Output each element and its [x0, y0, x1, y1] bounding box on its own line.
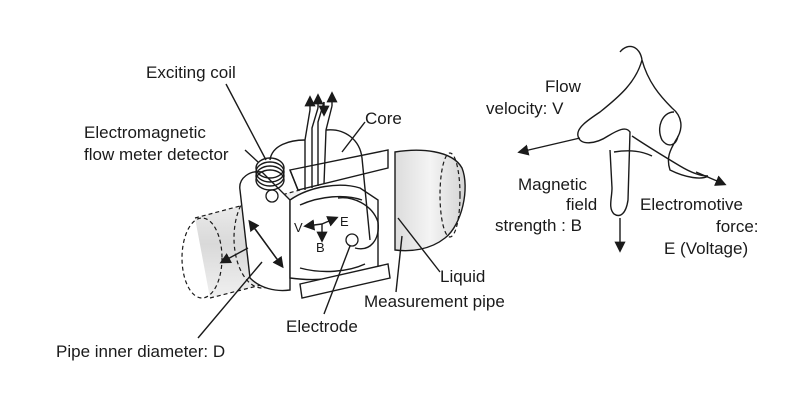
detector-label-line2: flow meter detector: [84, 145, 229, 164]
flow-velocity-arrow: [517, 137, 581, 156]
electrode-ring: [337, 197, 379, 250]
detector-label-line1: Electromagnetic: [84, 123, 206, 142]
flow-velocity-label-line2: velocity: V: [486, 99, 564, 118]
emf-label-line2: force:: [716, 217, 759, 236]
liquid-label: Liquid: [440, 267, 485, 286]
electrode-node-top: [265, 189, 279, 203]
hand-rule-illustration: [517, 45, 727, 253]
core-label: Core: [365, 109, 402, 128]
magnetic-field-label-line2: field: [566, 195, 597, 214]
electrode-node-right: [345, 233, 359, 247]
hand-rule-labels: Flow velocity: V Magnetic field strength…: [486, 77, 759, 258]
magnetic-field-label-line3: strength : B: [495, 216, 582, 235]
pipe-assembly: V E B: [181, 91, 466, 299]
emf-arrow: [695, 171, 727, 186]
pipe-diameter-label: Pipe inner diameter: D: [56, 342, 225, 361]
electrode-label: Electrode: [286, 317, 358, 336]
e-axis-label: E: [340, 214, 349, 229]
emf-label-line3: E (Voltage): [664, 239, 748, 258]
veb-axes: V E B: [294, 214, 349, 255]
magnetic-field-label-line1: Magnetic: [518, 175, 587, 194]
core-bottom-plate: [299, 263, 391, 299]
measurement-pipe-body: [394, 149, 466, 252]
exciting-coil-label: Exciting coil: [146, 63, 236, 82]
flow-velocity-label-line1: Flow: [545, 77, 582, 96]
excitation-wires: [269, 91, 371, 241]
measurement-pipe-label: Measurement pipe: [364, 292, 505, 311]
v-axis-label: V: [294, 220, 303, 235]
hand-outline: [577, 45, 709, 217]
b-axis-label: B: [316, 240, 325, 255]
flow-direction-arrow: [219, 247, 249, 264]
emf-label-line1: Electromotive: [640, 195, 743, 214]
measurement-pipe-right-end: [439, 152, 461, 238]
housing-inner: [289, 184, 379, 281]
left-labels: Exciting coil Core Electromagnetic flow …: [56, 63, 505, 361]
